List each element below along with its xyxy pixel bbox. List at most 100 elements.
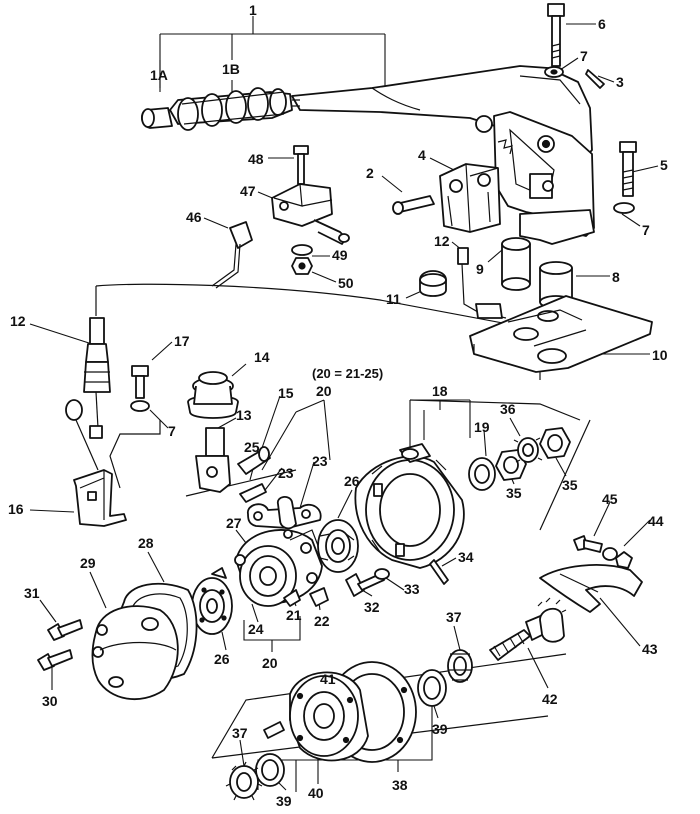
callout-35-right: 35 [562, 477, 578, 493]
bolt-30 [37, 649, 73, 671]
washer-49 [291, 244, 313, 256]
callout-1b: 1B [222, 61, 240, 77]
callout-37-upper: 37 [446, 609, 462, 625]
callout-23-upper: 23 [312, 453, 328, 469]
bolt-48 [293, 145, 309, 185]
washer-44 [602, 547, 618, 561]
callout-4: 4 [418, 147, 426, 163]
brake-lever-assembly [141, 65, 595, 237]
cotter-34 [429, 559, 449, 585]
cover-29 [91, 605, 179, 701]
nut-35b [539, 427, 571, 459]
callout-1: 1 [249, 2, 257, 18]
retainer-40 [263, 671, 369, 762]
callout-32: 32 [364, 599, 380, 615]
pin-15 [237, 446, 271, 475]
callout-39-upper: 39 [432, 721, 448, 737]
rod-13 [195, 427, 231, 493]
callout-18: 18 [432, 383, 448, 399]
callout-3: 3 [616, 74, 624, 90]
washer-7-right [613, 202, 635, 214]
housing-18 [354, 443, 465, 569]
callout-40: 40 [308, 785, 324, 801]
callout-13: 13 [236, 407, 252, 423]
callout-20-upper: 20 [316, 383, 332, 399]
callout-41: 41 [320, 671, 336, 687]
callout-45: 45 [602, 491, 618, 507]
bolt-17 [131, 365, 149, 399]
callout-24: 24 [248, 621, 264, 637]
boot-14 [187, 371, 239, 419]
callout-14: 14 [254, 349, 270, 365]
washer-7-left [130, 400, 150, 412]
callout-labels: 1 1A 1B 2 3 4 5 6 7 7 7 8 9 10 11 12 12 … [8, 2, 668, 809]
callout-44: 44 [648, 513, 664, 529]
callout-37-lower: 37 [232, 725, 248, 741]
callout-2: 2 [366, 165, 374, 181]
callout-8: 8 [612, 269, 620, 285]
callout-43: 43 [642, 641, 658, 657]
clevis-4 [439, 163, 501, 233]
callout-22: 22 [314, 613, 330, 629]
pin-21 [283, 589, 301, 607]
seal-39-upper [417, 669, 447, 707]
disc-26-lower [191, 567, 233, 635]
nut-44 [615, 551, 633, 569]
washer-36 [513, 437, 543, 463]
pin-25 [239, 483, 267, 503]
callout-26-lower: 26 [214, 651, 230, 667]
callout-47: 47 [240, 183, 256, 199]
bearing-37-lower [225, 761, 263, 801]
callout-9: 9 [476, 261, 484, 277]
callout-48: 48 [248, 151, 264, 167]
pin-22 [309, 587, 329, 607]
bolt-5 [619, 141, 637, 197]
callout-12-right: 12 [434, 233, 450, 249]
callout-19: 19 [474, 419, 490, 435]
callout-36: 36 [500, 401, 516, 417]
leader-lines [29, 16, 659, 792]
callout-7-top: 7 [580, 48, 588, 64]
callout-20-lower: 20 [262, 655, 278, 671]
callout-42: 42 [542, 691, 558, 707]
callout-31: 31 [24, 585, 40, 601]
callout-35-left: 35 [506, 485, 522, 501]
callout-50: 50 [338, 275, 354, 291]
callout-5: 5 [660, 157, 668, 173]
callout-7-right: 7 [642, 222, 650, 238]
seal-19 [468, 457, 496, 491]
callout-1a: 1A [150, 67, 168, 83]
seal-39-lower [255, 753, 285, 787]
callout-7-left: 7 [168, 423, 176, 439]
callout-11: 11 [386, 291, 401, 307]
callout-34: 34 [458, 549, 474, 565]
callout-49: 49 [332, 247, 348, 263]
bolt-31 [47, 619, 83, 641]
callout-25: 25 [244, 439, 260, 455]
cotter-pin-3 [585, 69, 605, 89]
callout-21: 21 [286, 607, 302, 623]
callout-38: 38 [392, 777, 408, 793]
cable-upper [457, 247, 507, 319]
nut-50 [291, 257, 313, 275]
callout-39-lower: 39 [276, 793, 292, 809]
links-23 [247, 496, 322, 530]
shaft-42 [489, 597, 567, 661]
cable-12 [83, 317, 111, 439]
bolt-6 [547, 3, 565, 67]
callout-30: 30 [42, 693, 58, 709]
callout-17: 17 [174, 333, 190, 349]
callout-33: 33 [404, 581, 420, 597]
wire-46 [211, 221, 253, 289]
callout-26-upper: 26 [344, 473, 360, 489]
actuator-27 [234, 529, 323, 607]
callout-16: 16 [8, 501, 24, 517]
hand-grip [169, 87, 293, 131]
plug-11 [419, 270, 447, 297]
callout-28: 28 [138, 535, 154, 551]
callout-29: 29 [80, 555, 96, 571]
callout-27: 27 [226, 515, 242, 531]
bracket-16 [65, 399, 127, 527]
callout-15: 15 [278, 385, 294, 401]
